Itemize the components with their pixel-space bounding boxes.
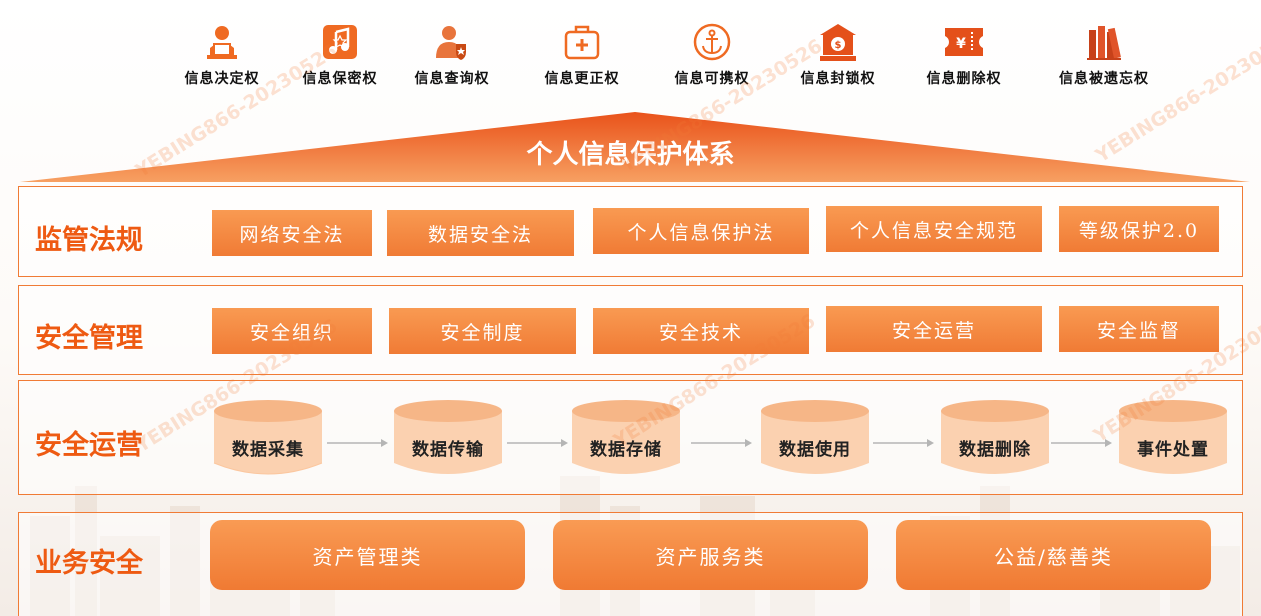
medical-kit-icon xyxy=(558,18,606,66)
regulation-item: 等级保护2.0 xyxy=(1059,206,1219,252)
management-item: 安全监督 xyxy=(1059,306,1219,352)
business-item: 公益/慈善类 xyxy=(896,520,1211,590)
music-note-icon xyxy=(316,18,364,66)
flow-step-cylinder: 数据采集 xyxy=(213,399,323,475)
flow-step-cylinder: 事件处置 xyxy=(1118,399,1228,475)
section-business: 业务安全 资产管理类 资产服务类 公益/慈善类 xyxy=(18,512,1243,616)
roof-banner xyxy=(20,112,1250,182)
right-label: 信息封锁权 xyxy=(800,71,876,87)
regulation-item: 个人信息安全规范 xyxy=(826,206,1042,252)
right-item-confidentiality: 信息保密权 xyxy=(280,18,400,88)
section-operation: 安全运营 数据采集 数据传输 数据存储 数据使用 数据删除 事件处置 xyxy=(18,380,1243,495)
management-item: 安全制度 xyxy=(389,308,576,354)
right-item-decision: 信息决定权 xyxy=(162,18,282,88)
flow-arrow xyxy=(1051,439,1112,447)
flow-arrow xyxy=(873,439,934,447)
right-label: 信息删除权 xyxy=(926,71,1002,87)
svg-text:¥: ¥ xyxy=(956,36,966,52)
svg-text:$: $ xyxy=(835,40,842,51)
bank-icon: $ xyxy=(814,18,862,66)
management-item: 安全运营 xyxy=(826,306,1042,352)
section-title: 安全管理 xyxy=(35,323,143,354)
flow-step-cylinder: 数据删除 xyxy=(940,399,1050,475)
flow-arrow xyxy=(507,439,568,447)
regulation-item: 数据安全法 xyxy=(387,210,574,256)
flow-step-label: 数据传输 xyxy=(412,440,484,460)
section-title: 安全运营 xyxy=(35,430,143,461)
user-shield-icon xyxy=(428,18,476,66)
section-title: 监管法规 xyxy=(35,225,143,256)
management-item: 安全组织 xyxy=(212,308,372,354)
section-management: 安全管理 安全组织 安全制度 安全技术 安全运营 安全监督 xyxy=(18,285,1243,375)
right-label: 信息被遗忘权 xyxy=(1059,71,1149,87)
section-title: 业务安全 xyxy=(35,548,143,579)
right-label: 信息保密权 xyxy=(302,71,378,87)
right-item-inquiry: 信息查询权 xyxy=(392,18,512,88)
right-item-portability: 信息可携权 xyxy=(652,18,772,88)
flow-step-label: 数据删除 xyxy=(959,440,1031,460)
flow-step-label: 事件处置 xyxy=(1137,440,1209,460)
right-label: 信息更正权 xyxy=(544,71,620,87)
flow-step-label: 数据存储 xyxy=(590,440,662,460)
right-item-deletion: ¥ 信息删除权 xyxy=(904,18,1024,88)
right-label: 信息查询权 xyxy=(414,71,490,87)
regulation-item: 网络安全法 xyxy=(212,210,372,256)
business-item: 资产服务类 xyxy=(553,520,868,590)
section-regulation: 监管法规 网络安全法 数据安全法 个人信息保护法 个人信息安全规范 等级保护2.… xyxy=(18,186,1243,277)
right-label: 信息决定权 xyxy=(184,71,260,87)
ticket-yen-icon: ¥ xyxy=(940,18,988,66)
anchor-icon xyxy=(688,18,736,66)
flow-arrow xyxy=(691,439,752,447)
right-label: 信息可携权 xyxy=(674,71,750,87)
flow-step-label: 数据使用 xyxy=(779,440,851,460)
right-item-forgotten: 信息被遗忘权 xyxy=(1044,18,1164,88)
books-icon xyxy=(1080,18,1128,66)
person-laptop-icon xyxy=(198,18,246,66)
flow-step-label: 数据采集 xyxy=(232,440,304,460)
right-item-correction: 信息更正权 xyxy=(522,18,642,88)
flow-arrow xyxy=(327,439,388,447)
business-item: 资产管理类 xyxy=(210,520,525,590)
flow-step-cylinder: 数据存储 xyxy=(571,399,681,475)
flow-step-cylinder: 数据使用 xyxy=(760,399,870,475)
right-item-blocking: $ 信息封锁权 xyxy=(778,18,898,88)
system-title: 个人信息保护体系 xyxy=(526,140,735,170)
regulation-item: 个人信息保护法 xyxy=(593,208,809,254)
flow-step-cylinder: 数据传输 xyxy=(393,399,503,475)
management-item: 安全技术 xyxy=(593,308,809,354)
